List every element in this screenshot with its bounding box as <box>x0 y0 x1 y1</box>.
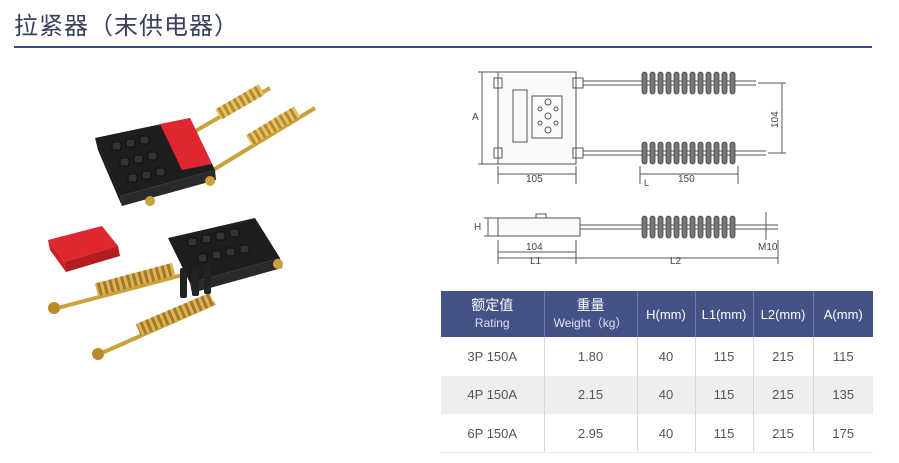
dim-label-a: A <box>472 112 479 123</box>
header-weight: 重量 Weight（kg） <box>544 291 638 337</box>
table-row: 3P 150A 1.80 40 115 215 115 <box>441 337 873 376</box>
dim-label-l1: L1 <box>530 256 542 267</box>
page-title: 拉紧器（末供电器） <box>14 12 239 40</box>
dim-label-104-bottom: 104 <box>526 242 543 253</box>
cell-weight: 1.80 <box>544 337 638 376</box>
header-h: H(mm) <box>637 291 696 337</box>
spec-table: 额定值 Rating 重量 Weight（kg） H(mm) L1(mm) L2… <box>441 291 873 453</box>
cell-l1: 115 <box>695 414 754 453</box>
dim-label-l: L <box>644 178 649 188</box>
cell-l2: 215 <box>753 375 814 414</box>
table-row: 4P 150A 2.15 40 115 215 135 <box>441 375 873 414</box>
title-divider <box>14 46 872 48</box>
dim-label-h: H <box>474 222 481 233</box>
lower-unit <box>48 218 283 360</box>
header-rating: 额定值 Rating <box>441 291 545 337</box>
red-cover <box>48 226 120 272</box>
cell-weight: 2.95 <box>544 414 638 453</box>
dim-label-m10: M10 <box>758 242 778 253</box>
upper-unit <box>95 84 317 206</box>
cell-rating: 4P 150A <box>441 375 545 414</box>
cell-h: 40 <box>637 337 696 376</box>
cell-l1: 115 <box>695 337 754 376</box>
header-l2: L2(mm) <box>753 291 814 337</box>
cell-rating: 6P 150A <box>441 414 545 453</box>
dim-label-150: 150 <box>678 174 695 185</box>
cell-h: 40 <box>637 375 696 414</box>
header-a: A(mm) <box>813 291 873 337</box>
table-header-row: 额定值 Rating 重量 Weight（kg） H(mm) L1(mm) L2… <box>441 291 873 337</box>
product-photo <box>48 84 317 360</box>
cell-a: 175 <box>813 414 873 453</box>
dim-label-104-vertical: 104 <box>770 111 781 128</box>
cell-l2: 215 <box>753 337 814 376</box>
technical-drawing: A 104 105 L 150 H 104 L1 L2 M10 <box>472 71 786 267</box>
cell-h: 40 <box>637 414 696 453</box>
dim-label-l2: L2 <box>670 256 682 267</box>
cell-a: 135 <box>813 375 873 414</box>
table-row: 6P 150A 2.95 40 115 215 175 <box>441 414 873 453</box>
cell-a: 115 <box>813 337 873 376</box>
cell-l1: 115 <box>695 375 754 414</box>
header-l1: L1(mm) <box>695 291 754 337</box>
cell-weight: 2.15 <box>544 375 638 414</box>
cell-l2: 215 <box>753 414 814 453</box>
cell-rating: 3P 150A <box>441 337 545 376</box>
dim-label-105: 105 <box>526 174 543 185</box>
